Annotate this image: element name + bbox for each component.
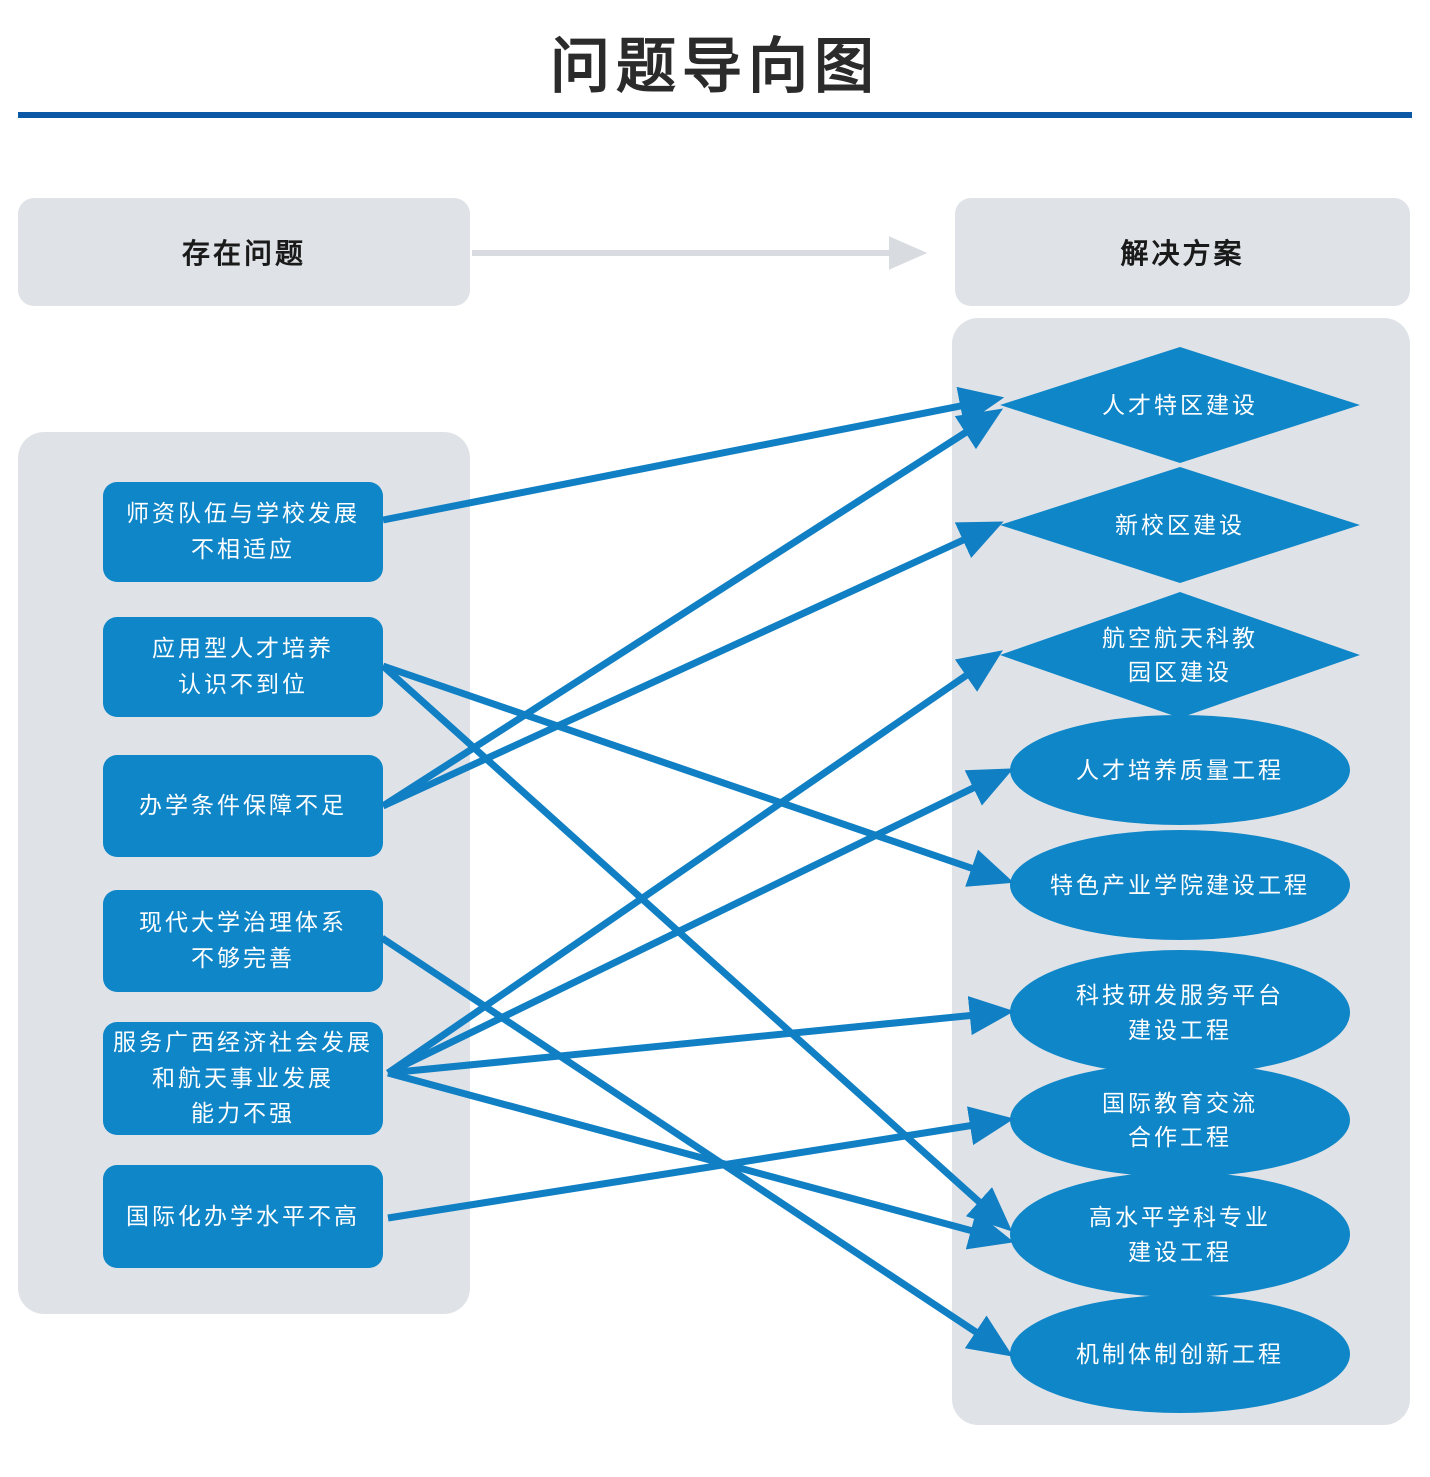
arrow-p5-s6: [387, 996, 1015, 1077]
arrow-p2-s8: [380, 663, 1013, 1232]
solution-ellipse-industry-college: 特色产业学院建设工程: [1010, 830, 1350, 940]
solution-ellipse-intl-exchange: 国际教育交流 合作工程: [1010, 1063, 1350, 1177]
arrow-p3-s2: [381, 521, 1004, 810]
arrow-p5-s3: [386, 650, 1003, 1076]
problem-box-international: 国际化办学水平不高: [103, 1165, 383, 1268]
problem-box-teachers: 师资队伍与学校发展 不相适应: [103, 482, 383, 582]
problem-box-governance: 现代大学治理体系 不够完善: [103, 890, 383, 992]
page-title: 问题导向图: [550, 33, 880, 100]
arrow-p5-s8: [387, 1069, 1015, 1250]
solution-ellipse-disciplines: 高水平学科专业 建设工程: [1010, 1172, 1350, 1297]
arrow-p6-s7: [387, 1106, 1015, 1222]
solutions-header: 解决方案: [955, 198, 1410, 306]
arrow-p2-s5: [381, 662, 1014, 887]
problem-box-conditions: 办学条件保障不足: [103, 755, 383, 857]
problems-header: 存在问题: [18, 198, 470, 306]
solution-ellipse-talent-quality: 人才培养质量工程: [1010, 715, 1350, 825]
problem-box-applied-talent: 应用型人才培养 认识不到位: [103, 617, 383, 717]
arrow-p1-s1: [382, 386, 1005, 524]
solution-ellipse-mechanism: 机制体制创新工程: [1010, 1295, 1350, 1413]
arrow-p5-s4: [386, 768, 1014, 1077]
title-underline: [18, 112, 1412, 118]
arrow-p4-s9: [380, 935, 1013, 1357]
solution-ellipse-rd-platform: 科技研发服务平台 建设工程: [1010, 950, 1350, 1075]
arrow-p3-s1: [381, 408, 1004, 809]
problem-box-service: 服务广西经济社会发展 和航天事业发展 能力不强: [103, 1022, 383, 1135]
